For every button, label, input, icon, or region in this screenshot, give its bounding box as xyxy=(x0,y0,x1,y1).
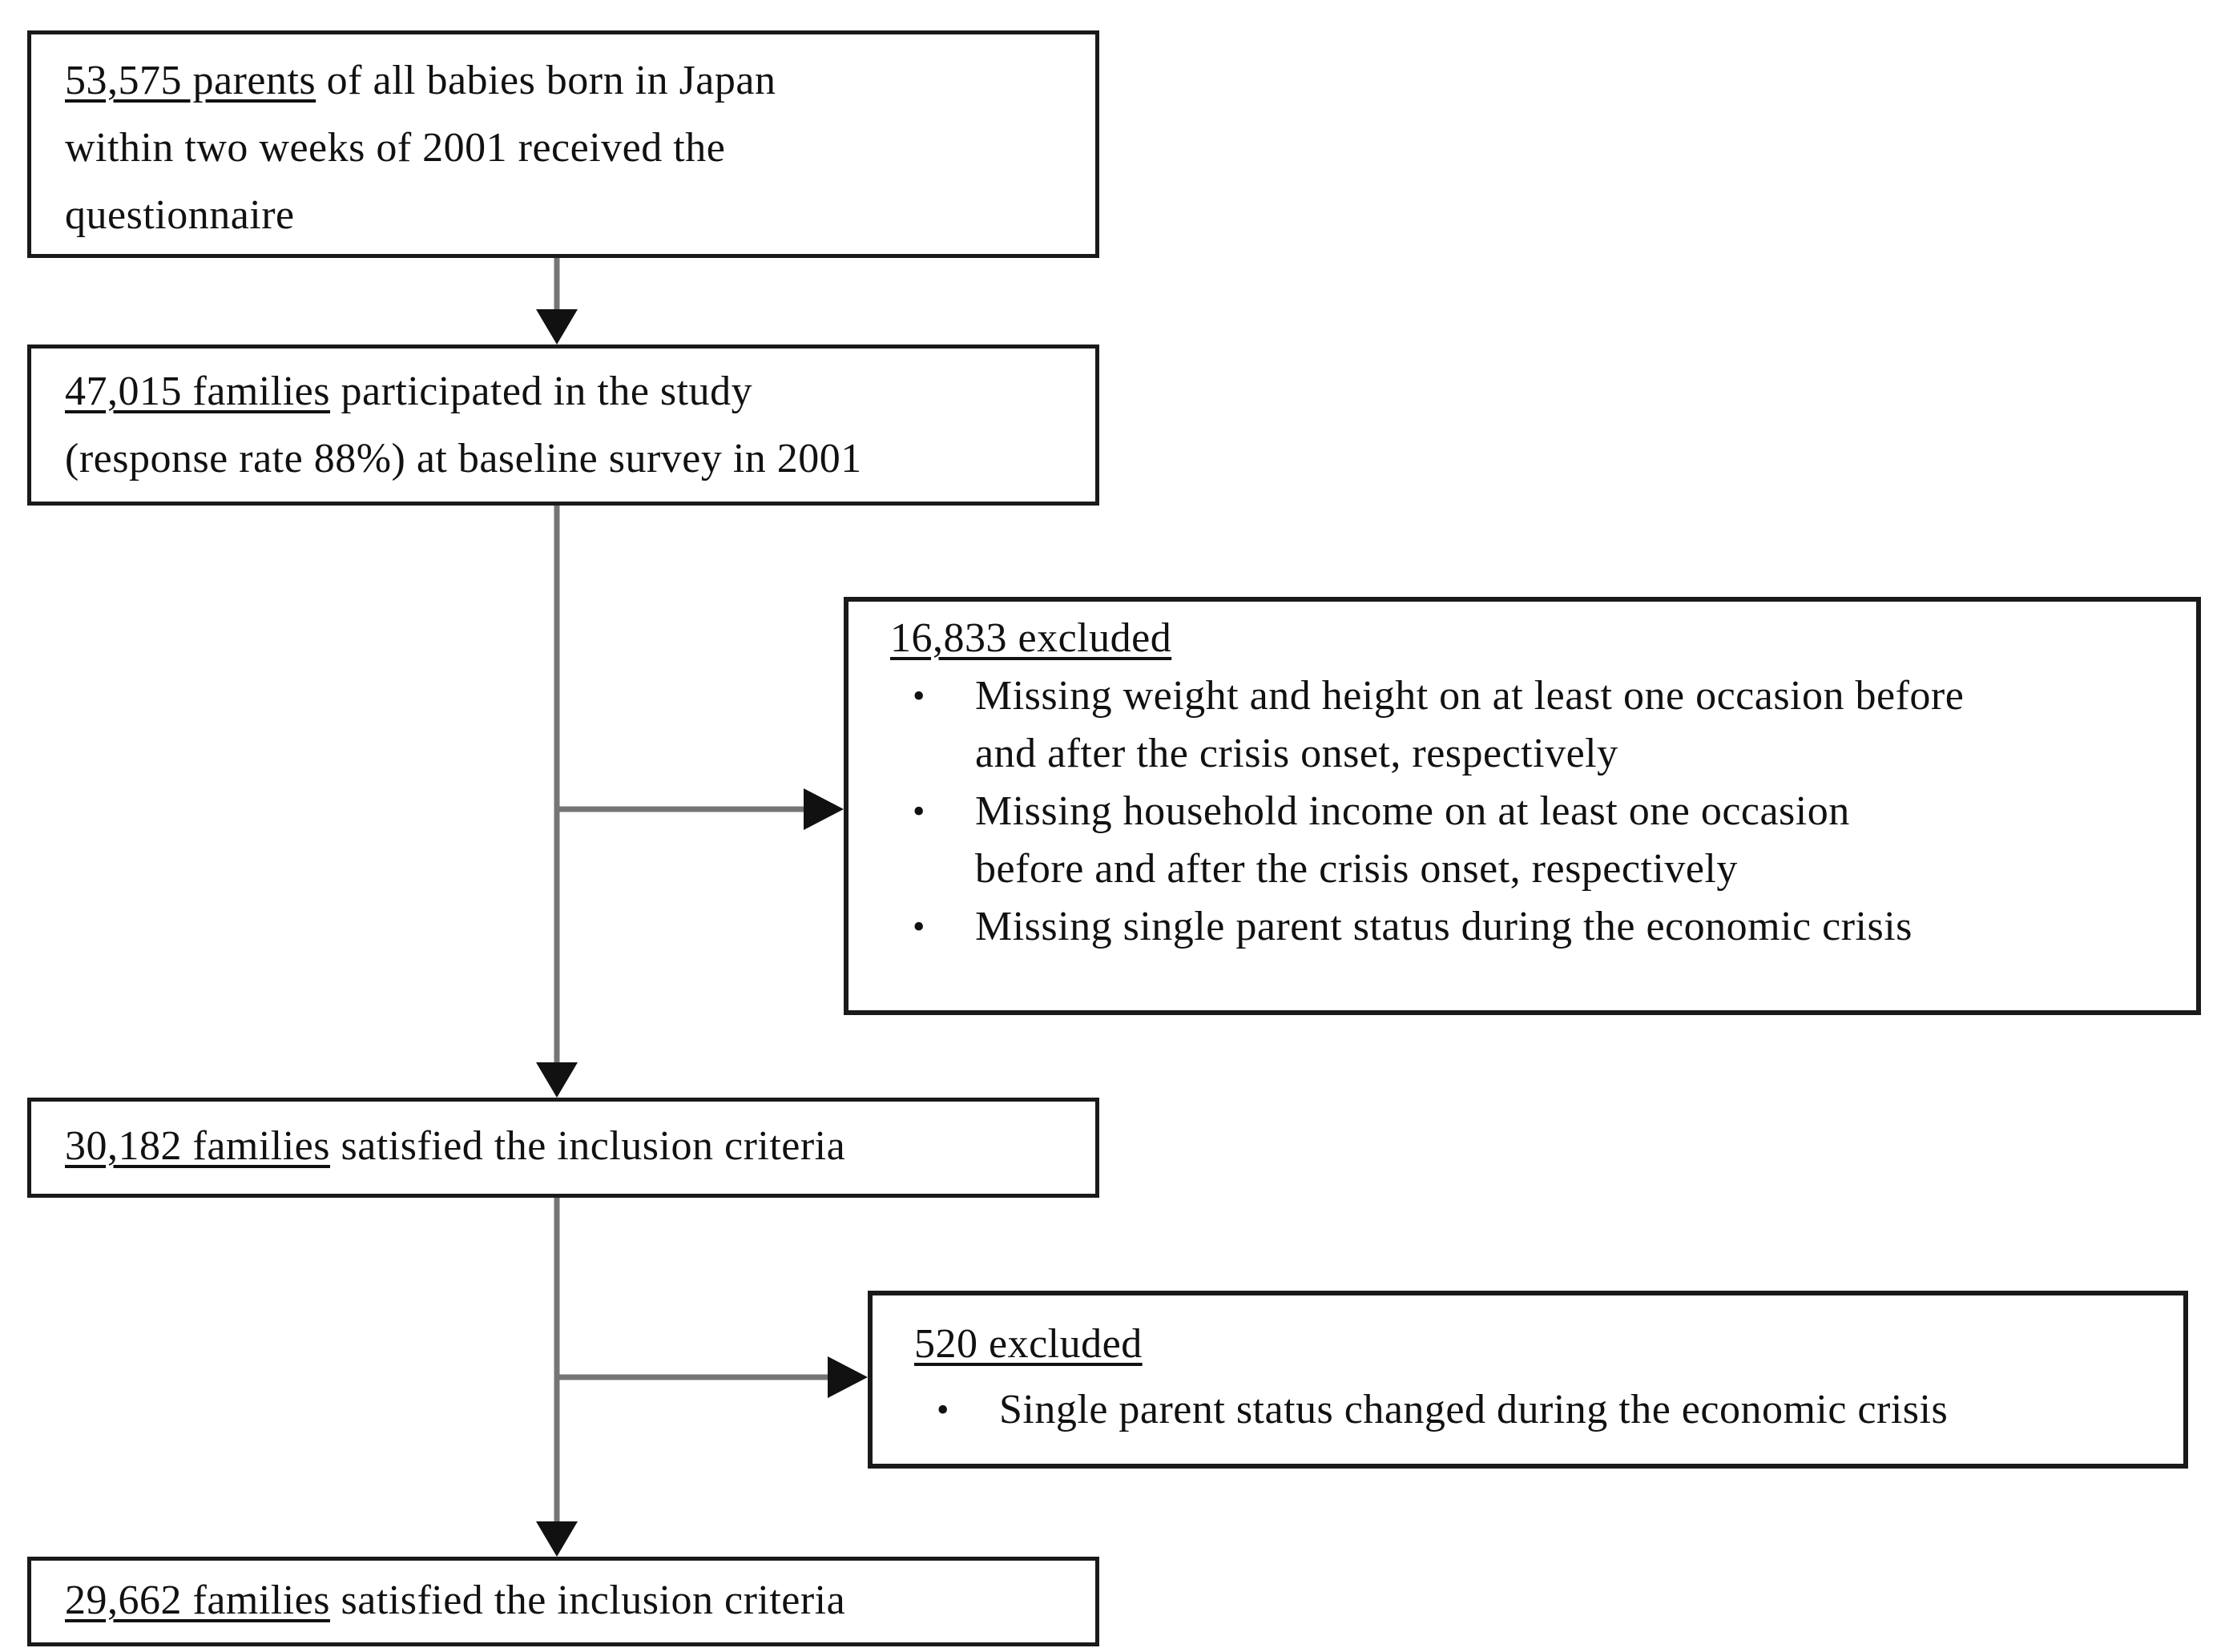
exclusion-heading: 520 excluded xyxy=(914,1312,2159,1377)
arrowhead-into-box2 xyxy=(536,309,578,345)
exclusion-item: • Missing weight and height on at least … xyxy=(913,667,2172,783)
box-exclusions-second: 520 excluded • Single parent status chan… xyxy=(868,1291,2188,1469)
participant-count-underlined: 30,182 families xyxy=(65,1123,331,1169)
exclusion-heading: 16,833 excluded xyxy=(890,610,2172,667)
arrowhead-into-exclusion2 xyxy=(828,1356,868,1398)
exclusion-item: • Missing household income on at least o… xyxy=(913,783,2172,898)
bullet-icon: • xyxy=(937,1390,949,1429)
arrowhead-into-exclusion1 xyxy=(804,788,844,830)
box-exclusions-first: 16,833 excluded • Missing weight and hei… xyxy=(844,597,2201,1015)
box-questionnaire-recipients: 53,575 parents of all babies born in Jap… xyxy=(27,30,1099,258)
participant-count-underlined: 47,015 families xyxy=(65,369,331,414)
participant-count-underlined: 53,575 parents xyxy=(65,58,316,103)
box-baseline-participants: 47,015 families participated in the stud… xyxy=(27,345,1099,506)
box-text: satisfied the inclusion criteria xyxy=(330,1123,846,1169)
box-text: participated in the study (response rate… xyxy=(65,369,862,481)
exclusion-item: • Single parent status changed during th… xyxy=(937,1377,2159,1443)
exclusion-item: • Missing single parent status during th… xyxy=(913,898,2172,956)
arrowhead-into-box4 xyxy=(536,1521,578,1557)
arrowhead-into-box3 xyxy=(536,1062,578,1098)
participant-count-underlined: 29,662 families xyxy=(65,1577,331,1623)
exclusion-reason: Missing single parent status during the … xyxy=(975,904,1913,949)
box-text: of all babies born in Japan within two w… xyxy=(65,58,776,238)
bullet-icon: • xyxy=(913,676,925,715)
exclusion-count-underlined: 520 excluded xyxy=(914,1321,1143,1367)
box-inclusion-criteria-first: 30,182 families satisfied the inclusion … xyxy=(27,1098,1099,1198)
exclusion-reason: Missing household income on at least one… xyxy=(975,788,1850,892)
box-inclusion-criteria-final: 29,662 families satisfied the inclusion … xyxy=(27,1557,1099,1646)
exclusion-reason: Single parent status changed during the … xyxy=(999,1387,1949,1432)
box-text: satisfied the inclusion criteria xyxy=(330,1577,846,1623)
exclusion-reason-list: • Missing weight and height on at least … xyxy=(890,667,2172,956)
exclusion-reason-list: • Single parent status changed during th… xyxy=(914,1377,2159,1443)
bullet-icon: • xyxy=(913,907,925,946)
exclusion-count-underlined: 16,833 excluded xyxy=(890,615,1172,661)
exclusion-reason: Missing weight and height on at least on… xyxy=(975,673,1965,776)
bullet-icon: • xyxy=(913,792,925,831)
